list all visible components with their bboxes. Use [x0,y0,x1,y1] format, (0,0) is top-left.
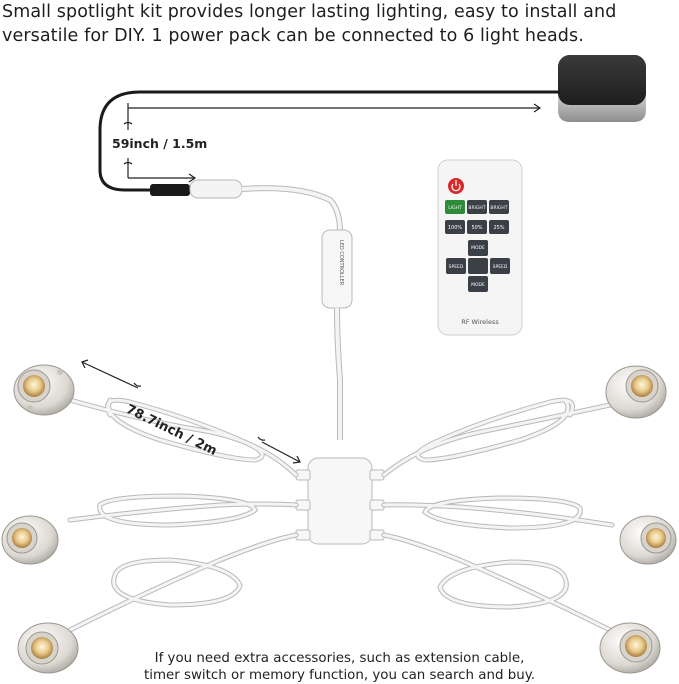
svg-text:LIGHT: LIGHT [448,205,462,211]
controller-assembly: LED CONTROLLER [189,179,353,440]
svg-text:BRIGHT: BRIGHT [468,205,485,211]
spotlight-middle-right [619,515,677,565]
bright-up-button[interactable] [467,200,487,214]
coiled-cables-left [67,397,299,633]
svg-text:BRIGHT: BRIGHT [490,205,507,211]
dc-plug [150,184,190,196]
mode-up-button[interactable] [468,240,488,256]
svg-text:100%: 100% [448,225,463,231]
coiled-cables-right [381,397,615,633]
spotlight-bottom-left [17,622,79,674]
power-cable-dimension [123,103,542,183]
headline-line-2: versatile for DIY. 1 power pack can be c… [2,26,584,46]
spotlight-bottom-right [599,622,661,674]
footer-line-1: If you need extra accessories, such as e… [154,651,525,666]
svg-text:50%: 50% [471,225,482,231]
svg-text:MODE: MODE [471,245,485,251]
controller-label: LED CONTROLLER [338,240,344,286]
spotlight-top-left [13,364,75,416]
percent-25-button[interactable] [489,220,509,234]
power-cable-length-label: 59inch / 1.5m [112,136,208,151]
power-pack [558,55,646,122]
svg-text:25%: 25% [493,225,504,231]
svg-text:SPEED: SPEED [493,264,508,270]
speed-left-button[interactable] [446,258,466,274]
percent-100-button[interactable] [445,220,465,234]
speed-right-button[interactable] [490,258,510,274]
light-button[interactable] [445,200,465,214]
power-cable [98,90,560,192]
mode-down-button[interactable] [468,276,488,292]
bright-down-button[interactable] [489,200,509,214]
remote-wireless-label: RF Wireless [461,318,499,326]
light-cable-dimension [81,359,301,464]
remote-control: LIGHT BRIGHT BRIGHT 100% 50% 25% MODE SP… [437,159,523,336]
svg-text:MODE: MODE [471,282,485,288]
remote-center-pad [468,258,488,274]
headline-line-1: Small spotlight kit provides longer last… [2,2,617,22]
headline: Small spotlight kit provides longer last… [2,0,678,48]
footer-note: If you need extra accessories, such as e… [0,650,679,684]
svg-text:SPEED: SPEED [449,264,464,270]
spotlight-middle-left [1,515,59,565]
footer-line-2: timer switch or memory function, you can… [143,668,535,683]
splitter-hub [295,457,385,545]
percent-50-button[interactable] [467,220,487,234]
spotlight-top-right [605,365,667,419]
